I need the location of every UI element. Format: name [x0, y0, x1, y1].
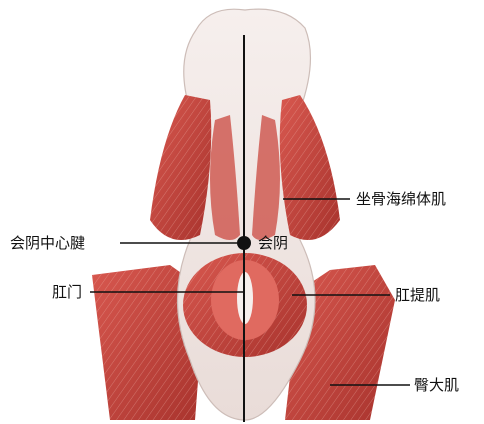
perineum-point-marker [237, 236, 251, 250]
label-ischiocavernosus: 坐骨海绵体肌 [356, 190, 446, 208]
label-perineum: 会阴 [258, 234, 288, 252]
label-gluteus-maximus: 臀大肌 [414, 376, 459, 394]
label-levator-ani: 肛提肌 [395, 286, 440, 304]
label-central-tendon: 会阴中心腱 [10, 234, 85, 252]
label-anus: 肛门 [52, 283, 82, 301]
